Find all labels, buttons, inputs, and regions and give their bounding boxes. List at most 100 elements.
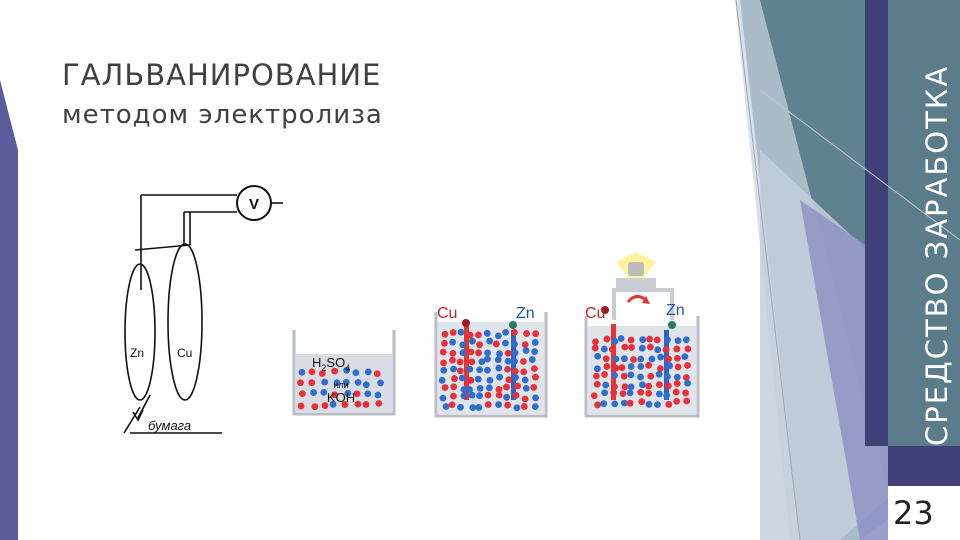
ion-dot — [646, 343, 654, 351]
ion-dot — [639, 336, 647, 344]
or-label: или — [333, 380, 348, 390]
ion-dot — [662, 346, 670, 354]
ion-dot — [645, 400, 653, 408]
ion-dot — [626, 389, 634, 397]
ion-dot — [467, 348, 475, 356]
ion-dot — [590, 392, 598, 400]
ion-dot — [673, 397, 681, 405]
ion-dot — [593, 365, 601, 373]
ion-dot — [439, 348, 447, 356]
cu-rod — [464, 324, 469, 400]
ion-dot — [440, 359, 447, 367]
ion-dot — [531, 348, 539, 356]
ion-dot — [469, 404, 477, 411]
ion-dot — [621, 343, 629, 351]
ion-dot — [520, 358, 527, 365]
ion-dot — [494, 356, 502, 364]
ion-dot — [521, 341, 529, 349]
ion-dot — [620, 355, 628, 363]
ion-dot — [298, 368, 306, 376]
zn-label: Zn — [130, 346, 144, 360]
ion-dot — [311, 403, 319, 411]
ion-dot — [637, 355, 645, 363]
ion-dot — [442, 403, 450, 410]
ion-dot — [594, 352, 602, 360]
svg-text:H2SO4: H2SO4 — [312, 355, 350, 373]
page-subtitle: методом электролиза — [62, 100, 383, 130]
ion-dot — [502, 339, 509, 347]
ion-dot — [645, 389, 653, 397]
ion-dot — [627, 336, 635, 344]
ion-dot — [468, 358, 476, 366]
ion-dot — [496, 373, 504, 381]
ion-dot — [502, 328, 509, 336]
ion-dot — [467, 376, 475, 384]
ion-dot — [476, 341, 483, 349]
ion-dot — [682, 374, 690, 381]
cu-rod-2 — [611, 324, 616, 400]
vertical-title-panel — [888, 0, 960, 446]
ion-dot — [476, 392, 483, 400]
ion-dot — [666, 362, 674, 370]
ion-dot — [626, 399, 634, 407]
ion-dot — [320, 388, 328, 396]
ion-dot — [646, 335, 653, 343]
ion-dot — [333, 379, 341, 387]
ion-dot — [457, 403, 464, 411]
beaker3-cu-label: Cu — [585, 305, 605, 322]
ion-dot — [374, 391, 382, 399]
ion-dot — [449, 338, 456, 346]
ion-dot — [617, 335, 625, 342]
ion-dot — [638, 344, 646, 352]
circuit-wire — [612, 288, 674, 320]
ion-dot — [674, 354, 681, 362]
ion-dot — [321, 402, 329, 409]
ion-dot — [654, 401, 661, 409]
ion-dot — [456, 367, 464, 375]
ion-dot — [308, 368, 316, 376]
ion-dot — [460, 386, 468, 393]
ion-dot — [674, 337, 682, 345]
ion-dot — [457, 328, 465, 336]
ion-dot — [602, 381, 610, 389]
ion-dot — [645, 382, 653, 390]
ion-dot — [469, 337, 476, 345]
ion-dot — [628, 344, 635, 351]
ion-dot — [478, 358, 486, 366]
ion-dot — [483, 366, 491, 374]
ion-dot — [321, 378, 329, 386]
ion-dot — [522, 347, 530, 354]
page-title: ГАЛЬВАНИРОВАНИЕ — [62, 58, 382, 92]
ion-dot — [512, 374, 519, 381]
ion-dot — [684, 362, 691, 369]
ion-dot — [299, 390, 306, 398]
ion-dot — [475, 404, 483, 411]
ion-dot — [310, 389, 318, 396]
ion-dot — [440, 366, 448, 374]
ion-dot — [647, 372, 655, 380]
ion-dot — [511, 340, 518, 348]
ion-dot — [637, 373, 644, 381]
ion-dot — [511, 328, 518, 336]
cu-label: Cu — [177, 346, 192, 360]
ion-dot — [503, 383, 510, 391]
ion-dot — [331, 367, 339, 375]
ion-dot — [673, 345, 681, 353]
ion-dot — [530, 384, 538, 391]
ion-dot — [521, 376, 529, 384]
ion-dot — [653, 336, 661, 344]
beaker3-zn-label: Zn — [666, 302, 685, 319]
ion-dot — [673, 373, 681, 381]
ion-dot — [520, 368, 528, 376]
ion-dot — [664, 336, 671, 344]
ion-dot — [672, 388, 680, 396]
ion-dot — [602, 355, 610, 363]
ion-dot — [619, 390, 627, 398]
ion-dot — [511, 367, 519, 375]
ion-dot — [593, 380, 601, 388]
ion-dot — [495, 391, 503, 399]
ion-dot — [466, 331, 474, 339]
ion-dot — [681, 353, 689, 361]
ion-dot — [362, 381, 370, 389]
ion-dot — [638, 398, 646, 406]
